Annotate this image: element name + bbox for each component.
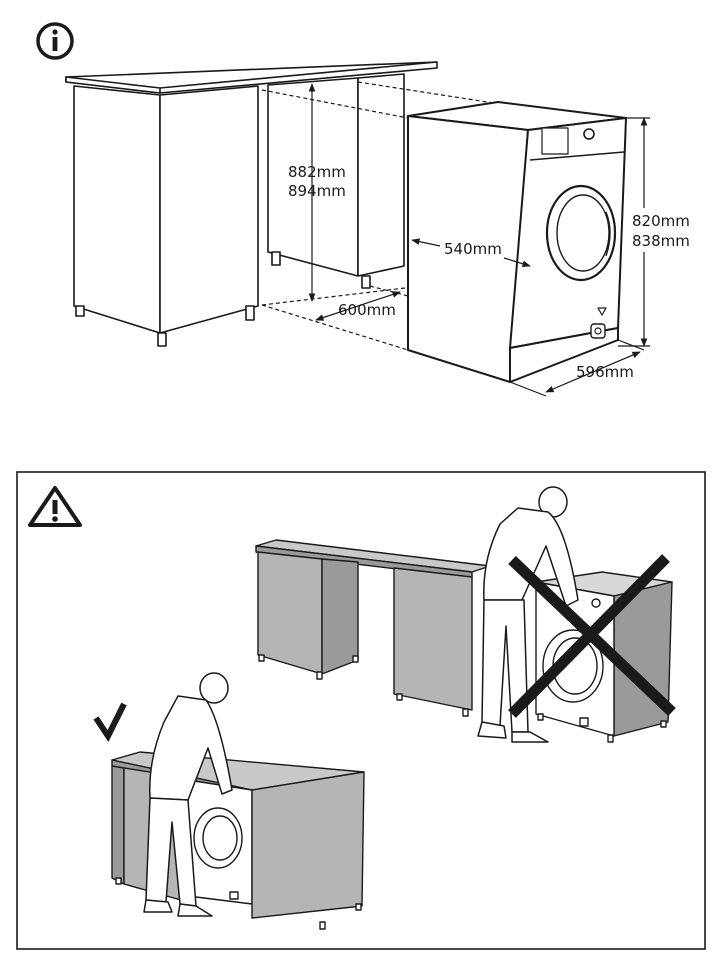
- person-standing: [477, 486, 579, 743]
- dim-machine-height-2: 838mm: [632, 232, 690, 250]
- dimension-lines: [308, 83, 650, 397]
- cross-icon: [508, 554, 676, 718]
- washing-machine: [407, 101, 627, 383]
- dim-machine-width: 596mm: [576, 363, 634, 381]
- dim-machine-depth: 540mm: [444, 240, 502, 258]
- info-icon: [36, 22, 74, 60]
- kitchen-cabinet: [65, 61, 438, 347]
- dim-cabinet-height-1: 882mm: [288, 163, 346, 181]
- person-bending: [143, 672, 233, 917]
- dim-cabinet-depth: 600mm: [338, 301, 396, 319]
- warning-triangle-icon: [28, 486, 82, 527]
- incorrect-cabinet: [255, 539, 491, 717]
- dim-machine-height-1: 820mm: [632, 212, 690, 230]
- checkmark-icon: [93, 702, 127, 742]
- dim-cabinet-height-2: 894mm: [288, 182, 346, 200]
